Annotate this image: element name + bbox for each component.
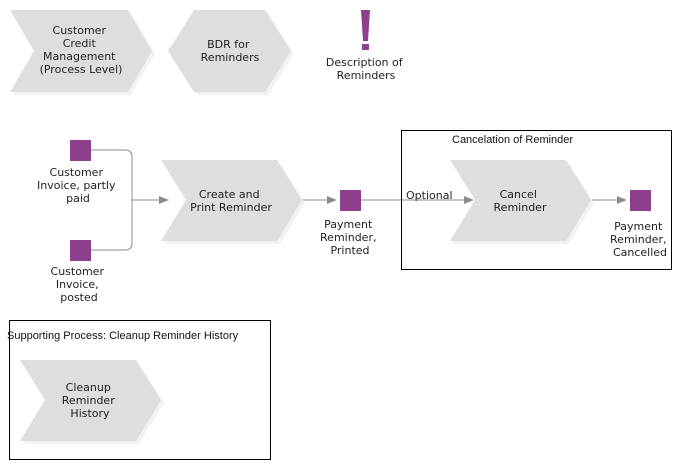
function-create-print-reminder[interactable]: Create and Print Reminder (161, 160, 305, 244)
process-level-chevron (10, 10, 152, 92)
description-of-reminders[interactable]: Description of Reminders (326, 10, 406, 82)
optional-label: Optional (406, 189, 453, 202)
cancelation-frame: Cancelation of Reminder (401, 130, 672, 270)
description-label: Description of Reminders (326, 56, 406, 82)
function-cleanup-history[interactable]: Cleanup Reminder History (20, 360, 164, 444)
function-chevron (161, 160, 302, 241)
exclamation-icon (361, 10, 370, 50)
join-connector (91, 149, 133, 251)
cancelation-frame-title: Cancelation of Reminder (452, 134, 573, 146)
process-level-label: Customer Credit Management (Process Leve… (40, 24, 123, 76)
function-chevron (450, 160, 591, 241)
supporting-frame-title: Supporting Process: Cleanup Reminder His… (7, 330, 239, 342)
event-reminder-cancelled[interactable]: Payment Reminder, Cancelled (610, 190, 670, 259)
event-square (70, 240, 91, 261)
event-invoice-posted[interactable]: Customer Invoice, posted (51, 240, 108, 304)
connectors (91, 149, 627, 251)
event-square (630, 190, 651, 211)
event-invoice-partly-paid-label: Customer Invoice, partly paid (37, 166, 119, 205)
event-reminder-printed-label: Payment Reminder, Printed (320, 218, 380, 257)
function-chevron (20, 360, 161, 441)
function-create-print-label: Create and Print Reminder (190, 188, 272, 214)
bdr-label: BDR for Reminders (201, 38, 260, 64)
process-level-shape[interactable]: Customer Credit Management (Process Leve… (10, 10, 155, 95)
function-cancel-label: Cancel Reminder (494, 188, 547, 214)
event-reminder-printed[interactable]: Payment Reminder, Printed (320, 190, 380, 257)
event-square (70, 140, 91, 161)
function-cancel-reminder[interactable]: Cancel Reminder (450, 160, 594, 244)
event-invoice-posted-label: Customer Invoice, posted (51, 265, 108, 304)
event-square (340, 190, 361, 211)
supporting-process-frame: Supporting Process: Cleanup Reminder His… (7, 320, 271, 460)
bdr-reminders-shape[interactable]: BDR for Reminders (168, 10, 294, 95)
event-invoice-partly-paid[interactable]: Customer Invoice, partly paid (37, 140, 119, 205)
event-reminder-cancelled-label: Payment Reminder, Cancelled (610, 220, 670, 259)
bdr-hexagon (168, 10, 291, 92)
function-cleanup-label: Cleanup Reminder History (62, 381, 118, 420)
